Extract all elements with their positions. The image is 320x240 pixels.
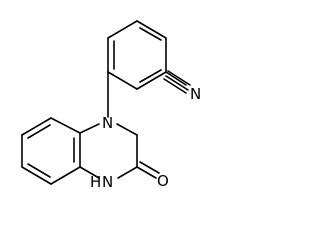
amide-hydrogen-label: H: [90, 173, 101, 191]
triple-bond: [165, 75, 189, 91]
bond: [79, 123, 100, 134]
amide-nitrogen-label: N: [102, 173, 113, 191]
bond: [21, 166, 52, 185]
bond: [117, 166, 138, 179]
bond: [136, 20, 167, 39]
bond: [107, 20, 138, 39]
triple-bond: [167, 70, 191, 86]
bond: [79, 166, 100, 179]
nitrile-nitrogen-label: N: [190, 85, 201, 103]
triple-bond: [163, 78, 187, 94]
pyrazinone-ring: [79, 123, 138, 179]
carbonyl-group: [136, 161, 160, 179]
benzonitrile-ring: [107, 20, 167, 90]
bond: [27, 124, 51, 139]
carbonyl-oxygen-label: O: [157, 172, 169, 190]
bond: [116, 123, 138, 136]
bond: [136, 166, 157, 179]
fused-benzene-ring: [21, 117, 81, 185]
bond: [136, 71, 167, 90]
nitrile-group: [163, 70, 191, 94]
molecule-diagram: N N O H N: [21, 20, 201, 191]
bond: [50, 166, 81, 185]
bond: [139, 69, 162, 83]
bond: [139, 27, 162, 41]
bond: [21, 117, 52, 136]
bond: [27, 163, 51, 178]
bond: [50, 117, 81, 134]
ring-nitrogen-label: N: [102, 114, 113, 132]
bond: [139, 161, 160, 174]
bond: [107, 71, 138, 90]
bond: [165, 71, 187, 86]
structure-canvas: N N O H N: [21, 20, 201, 191]
